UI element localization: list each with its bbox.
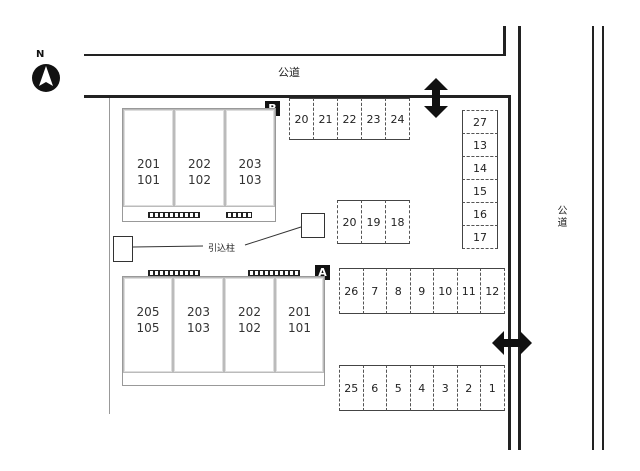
east-road-label: 公道 — [555, 205, 566, 229]
utility-line — [133, 226, 302, 248]
unit-lower: 101 — [288, 321, 311, 335]
parking-space: 16 — [462, 202, 498, 226]
east-road-edge-c — [518, 26, 521, 450]
unit-upper: 201 — [137, 157, 160, 171]
compass-letter: N — [36, 49, 45, 60]
vertical-double-arrow-icon — [424, 78, 448, 118]
parking-space: 10 — [433, 268, 458, 314]
unit-lower: 103 — [187, 321, 210, 335]
parking-space: 3 — [433, 365, 458, 411]
parking-space: 20 — [337, 200, 362, 244]
parking-space: 6 — [362, 365, 387, 411]
parking-space: 9 — [409, 268, 434, 314]
unit-upper: 202 — [188, 157, 211, 171]
parking-space: 19 — [361, 200, 386, 244]
parking-space: 15 — [462, 179, 498, 203]
parking-space: 12 — [480, 268, 505, 314]
utility-pole-label: 引込柱 — [208, 244, 236, 254]
parking-space: 14 — [462, 156, 498, 180]
site-west-boundary — [109, 98, 110, 414]
parking-space: 27 — [462, 110, 498, 134]
parking-space: 20 — [289, 98, 314, 140]
north-building-rail-2 — [226, 212, 252, 218]
unit-lower: 103 — [238, 173, 262, 187]
unit-lower: 102 — [188, 173, 211, 187]
unit-lower: 105 — [136, 321, 160, 335]
east-road-edge-d — [592, 26, 594, 450]
utility-box-east — [301, 213, 325, 238]
horizontal-double-arrow-icon — [492, 331, 532, 355]
road-edge-b — [508, 96, 511, 450]
parking-space: 23 — [361, 98, 386, 140]
utility-box-west — [113, 236, 133, 262]
north-road-top-edge — [84, 54, 506, 56]
parking-space: 26 — [339, 268, 364, 314]
road-edge-a — [503, 26, 506, 55]
north-arrow-icon — [32, 64, 60, 92]
north-road-label: 公道 — [278, 66, 300, 79]
parking-space: 8 — [386, 268, 411, 314]
south-building-rail-1 — [148, 270, 200, 276]
unit-lower: 101 — [137, 173, 160, 187]
parking-space: 18 — [385, 200, 410, 244]
parking-space: 13 — [462, 133, 498, 157]
south-building — [122, 276, 325, 386]
unit-upper: 203 — [238, 157, 262, 171]
parking-space: 25 — [339, 365, 364, 411]
unit-upper: 201 — [288, 305, 311, 319]
unit-upper: 202 — [238, 305, 261, 319]
parking-space: 4 — [409, 365, 434, 411]
north-road-bottom-edge — [84, 95, 511, 98]
parking-space: 24 — [385, 98, 410, 140]
parking-space: 1 — [480, 365, 505, 411]
parking-space: 11 — [456, 268, 481, 314]
parking-space: 5 — [386, 365, 411, 411]
unit-upper: 205 — [136, 305, 160, 319]
parking-space: 7 — [362, 268, 387, 314]
unit-upper: 203 — [187, 305, 210, 319]
parking-space: 21 — [313, 98, 338, 140]
east-road-edge-e — [602, 26, 604, 450]
north-building — [122, 108, 276, 222]
south-building-rail-2 — [248, 270, 300, 276]
north-building-rail-1 — [148, 212, 200, 218]
parking-space: 22 — [337, 98, 362, 140]
parking-space: 17 — [462, 225, 498, 249]
unit-lower: 102 — [238, 321, 261, 335]
parking-space: 2 — [456, 365, 481, 411]
